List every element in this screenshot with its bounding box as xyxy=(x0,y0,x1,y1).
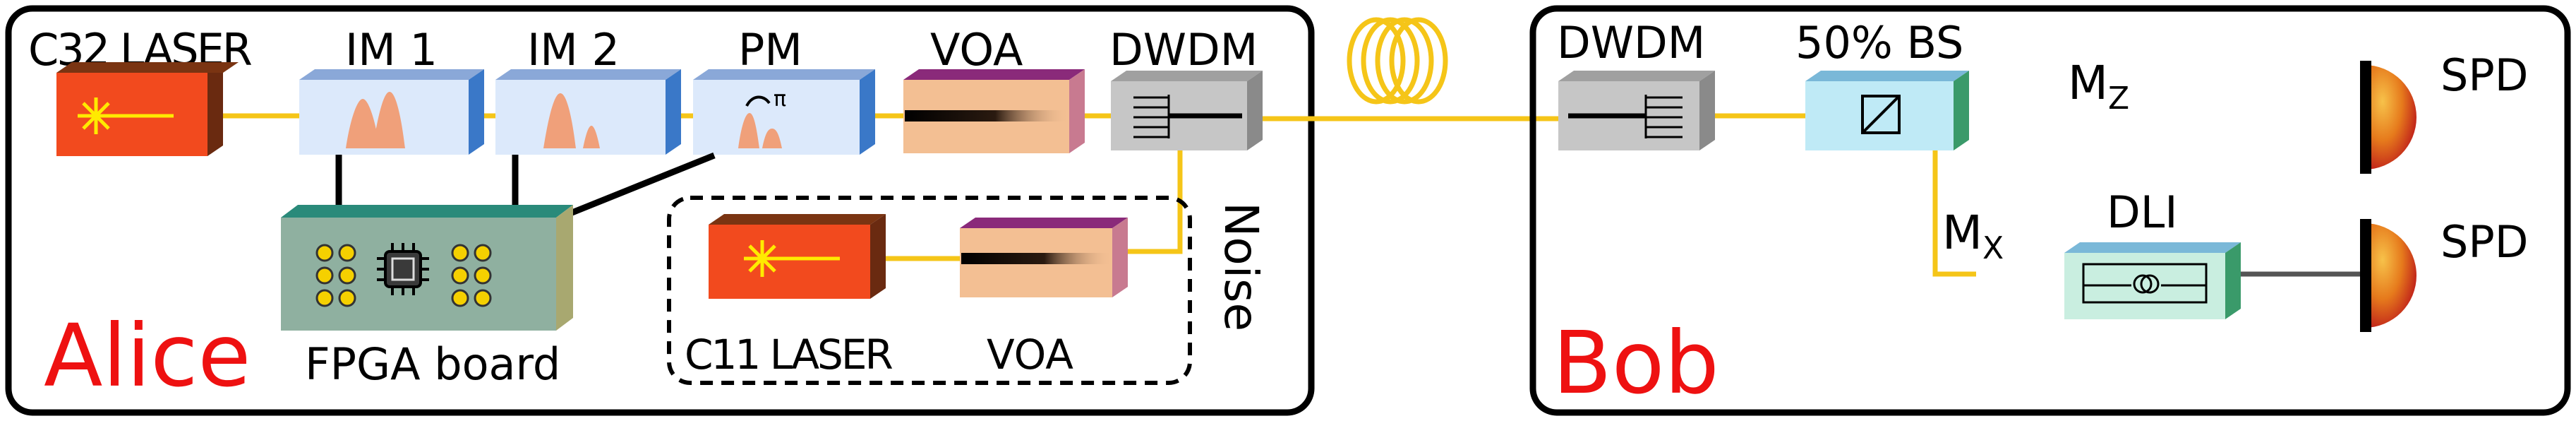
mx-label: MX xyxy=(1942,206,2004,266)
beam-splitter-cube-icon xyxy=(1861,95,1901,134)
c11-laser-label: C11 LASER xyxy=(685,331,893,379)
voa-noise: VOA xyxy=(960,218,1128,379)
pulse-shape-icon xyxy=(738,113,782,148)
c11-laser: C11 LASER xyxy=(685,214,895,379)
pm-label: PM xyxy=(738,24,802,76)
mx-basis-label: MX xyxy=(1942,206,2004,266)
bs-label: 50% BS xyxy=(1795,17,1963,69)
phase-modulator: PM π xyxy=(693,24,875,155)
multiplexer-icon xyxy=(1133,95,1242,138)
fpga-pads-icon xyxy=(315,244,492,307)
detector-dome-icon xyxy=(2364,65,2416,170)
spd-2: SPD xyxy=(2360,216,2528,332)
laser-star-icon xyxy=(78,97,174,134)
intensity-modulator-1: IM 1 xyxy=(299,24,484,155)
dwdm-bob: DWDM xyxy=(1557,17,1715,150)
im1-label: IM 1 xyxy=(345,24,438,76)
dli-label: DLI xyxy=(2107,186,2178,238)
fpga-board: FPGA board xyxy=(281,205,573,390)
alice-panel: Alice xyxy=(5,5,1315,416)
interferometer-loop-icon xyxy=(2082,263,2208,304)
noise-label: Noise xyxy=(1214,202,1268,331)
bob-panel: Bob xyxy=(1529,5,2571,416)
bob-label: Bob xyxy=(1553,313,1719,413)
alice-label: Alice xyxy=(44,306,251,406)
mz-basis-label: MZ xyxy=(2068,56,2129,117)
pm-pi-symbol: π xyxy=(774,87,786,112)
voa-noise-label: VOA xyxy=(987,331,1073,379)
control-cables xyxy=(335,152,716,217)
attenuator-bar-icon xyxy=(961,253,1112,264)
c32-laser: C32 LASER xyxy=(28,24,254,156)
spd2-label: SPD xyxy=(2440,216,2528,268)
dwdm-alice: DWDM xyxy=(1109,24,1263,150)
noise-section: Noise C11 LASER VOA xyxy=(667,196,1268,385)
bob-fibers xyxy=(1715,113,2364,277)
spd1-label: SPD xyxy=(2440,49,2528,101)
pulse-shape-icon xyxy=(543,93,600,148)
pulse-shape-icon xyxy=(346,92,405,148)
beam-splitter: 50% BS xyxy=(1795,17,1969,150)
demultiplexer-icon xyxy=(1568,95,1683,138)
phase-arc-icon xyxy=(745,95,771,107)
fpga-label: FPGA board xyxy=(305,338,560,390)
voa-alice: VOA xyxy=(903,24,1085,153)
dwdm-bob-label: DWDM xyxy=(1557,17,1705,69)
spd-1: SPD xyxy=(2360,49,2528,174)
dwdm-alice-label: DWDM xyxy=(1109,24,1258,76)
im2-label: IM 2 xyxy=(527,24,620,76)
intensity-modulator-2: IM 2 xyxy=(495,24,681,155)
fiber-spool-icon xyxy=(1347,17,1560,121)
voa-label: VOA xyxy=(930,24,1023,76)
mz-label: MZ xyxy=(2068,56,2129,117)
laser-star-icon xyxy=(744,240,840,277)
detector-dome-icon xyxy=(2364,223,2416,328)
attenuator-bar-icon xyxy=(905,110,1069,121)
chip-icon xyxy=(377,243,429,295)
delay-line-interferometer: DLI xyxy=(2064,186,2241,319)
alice-fibers xyxy=(223,113,1364,261)
